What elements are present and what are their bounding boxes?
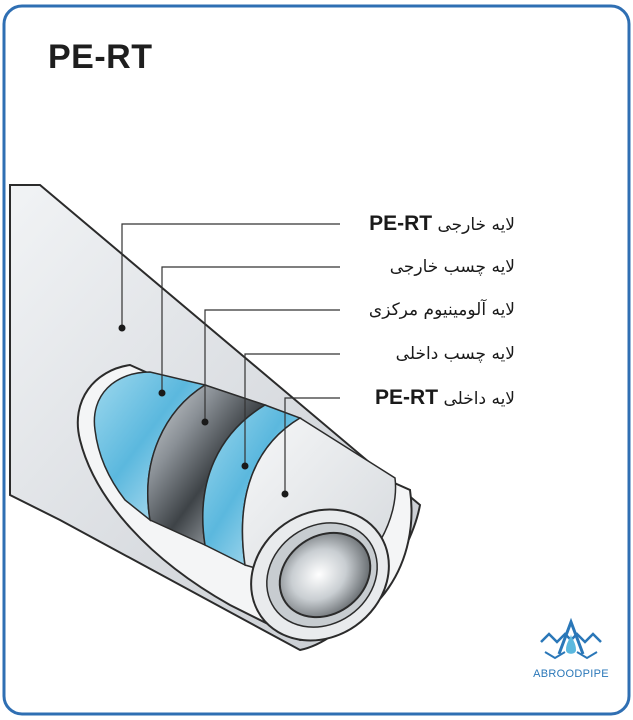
- brand-name: ABROODPIPE: [533, 668, 609, 680]
- label-outer-pe-en: PE-RT: [369, 212, 433, 235]
- leader-aluminium: [204, 309, 340, 420]
- leader-inner-adhesive: [244, 353, 340, 465]
- abroodpipe-logo: [540, 617, 602, 660]
- pipe-illustration: [9, 184, 422, 652]
- leader-outer-pe: [121, 223, 340, 325]
- label-outer-pe-ar: لایه خارجی: [437, 215, 515, 235]
- label-inner-adhesive: لایه چسب داخلی: [395, 344, 515, 364]
- label-inner-pe: لایه داخلی PE-RT: [375, 386, 515, 410]
- leader-outer-adhesive: [161, 266, 340, 392]
- leader-inner-pe: [284, 397, 340, 493]
- label-outer-adhesive: لایه چسب خارجی: [389, 257, 515, 277]
- label-inner-pe-ar: لایه داخلی: [443, 389, 515, 409]
- label-inner-pe-en: PE-RT: [375, 386, 439, 409]
- pipe-hole: [278, 531, 372, 619]
- label-outer-pe: لایه خارجی PE-RT: [369, 212, 515, 236]
- label-aluminium: لایه آلومینیوم مرکزی: [368, 300, 515, 320]
- page-title: PE-RT: [48, 38, 153, 76]
- leader-dots: [118, 324, 289, 498]
- leader-lines: [121, 223, 340, 493]
